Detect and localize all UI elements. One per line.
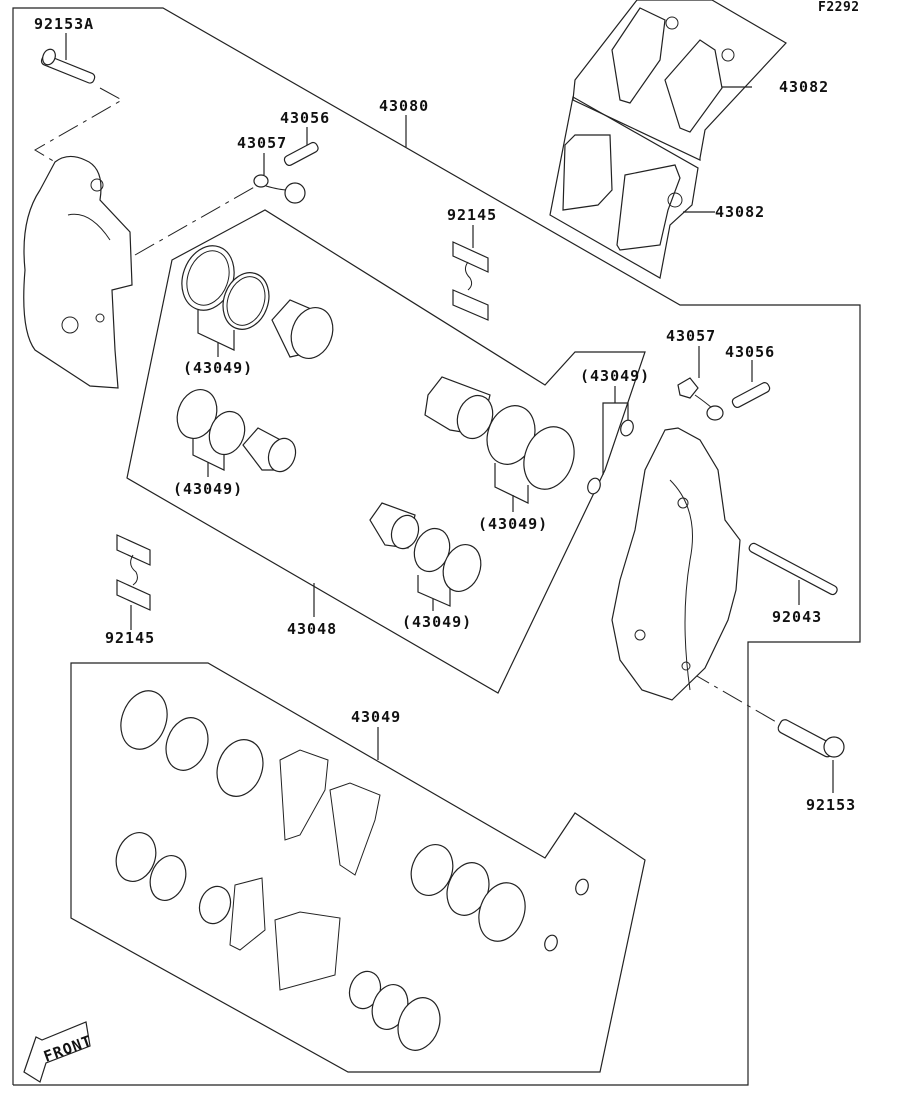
seal-kit-group-frame xyxy=(126,209,646,694)
label-43080: 43080 xyxy=(379,97,429,115)
label-43057-left: 43057 xyxy=(237,134,287,152)
bracket-43049-1 xyxy=(197,310,235,351)
brake-pads-lower xyxy=(562,134,683,251)
label-43049-ref-1: (43049) xyxy=(183,359,253,377)
pad-set-lower-frame xyxy=(549,96,699,279)
figure-id: F2292 xyxy=(818,0,860,15)
pad-set-upper-frame xyxy=(572,0,787,161)
caliper-bracket xyxy=(23,155,133,389)
label-92043: 92043 xyxy=(772,608,822,626)
brake-pads-upper xyxy=(611,7,735,133)
bracket-43049-4 xyxy=(417,575,451,607)
label-43049-ref-2: (43049) xyxy=(173,480,243,498)
seal-kit-group-parts xyxy=(176,245,634,592)
label-92145-upper: 92145 xyxy=(447,206,497,224)
label-43082-upper: 43082 xyxy=(779,78,829,96)
assembly-line-bolt-right xyxy=(689,671,791,731)
caliper-assembly-frame xyxy=(12,7,861,1086)
label-92153: 92153 xyxy=(806,796,856,814)
pad-spring-upper xyxy=(452,241,489,321)
label-43056-left: 43056 xyxy=(280,109,330,127)
label-43056-right: 43056 xyxy=(725,343,775,361)
bracket-43049-3 xyxy=(494,463,529,504)
caliper-body xyxy=(611,427,741,701)
assembly-line-bleeder xyxy=(134,184,259,256)
pad-spring-lower xyxy=(116,534,151,611)
label-43049-ref-5: (43049) xyxy=(580,367,650,385)
front-arrow-icon: FRONT xyxy=(23,1021,94,1083)
label-43048: 43048 xyxy=(287,620,337,638)
label-43057-right: 43057 xyxy=(666,327,716,345)
bolt-92153 xyxy=(777,719,845,758)
bleeder-cap-right xyxy=(677,377,724,421)
label-43049-ref-3: (43049) xyxy=(478,515,548,533)
assembly-line-bolt xyxy=(34,87,124,163)
bleeder-cap-left xyxy=(253,174,306,204)
label-92145-lower: 92145 xyxy=(105,629,155,647)
label-92153A: 92153A xyxy=(34,15,94,33)
label-43049-ref-4: (43049) xyxy=(402,613,472,631)
bolt-92153A xyxy=(40,48,96,84)
seal-kit-frame xyxy=(70,662,646,1073)
pad-pin xyxy=(748,542,838,596)
seal-kit-parts xyxy=(115,690,589,1051)
bleeder-valve-right xyxy=(731,382,771,409)
label-43049: 43049 xyxy=(351,708,401,726)
bleeder-valve-left xyxy=(283,141,319,167)
label-43082-lower: 43082 xyxy=(715,203,765,221)
